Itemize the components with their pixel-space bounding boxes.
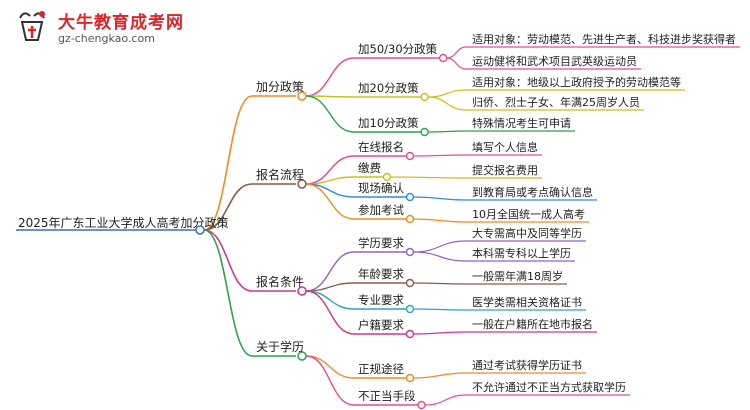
subtopic-label[interactable]: 户籍要求: [358, 318, 404, 332]
subtopic-label[interactable]: 现场确认: [358, 181, 404, 195]
leaf-connector: [413, 196, 467, 201]
leaf-label[interactable]: 医学类需相关资格证书: [472, 295, 582, 309]
leaf-connector: [413, 251, 467, 262]
subtopic-label[interactable]: 加20分政策: [358, 81, 419, 95]
leaf-connector: [446, 57, 467, 70]
logo-url: gz-chengkao.com: [58, 32, 155, 45]
connector-lines: [16, 46, 740, 406]
leaf-label[interactable]: 适用对象：劳动模范、先进生产者、科技进步奖获得者: [472, 32, 736, 46]
subtopic-node-dot: [438, 53, 448, 63]
leaf-label[interactable]: 本科需专科以上学历: [472, 246, 571, 260]
root-topic[interactable]: 2025年广东工业大学成人高考加分政策: [18, 215, 229, 230]
branch-connector: [203, 183, 253, 231]
subtopic-label[interactable]: 专业要求: [358, 293, 404, 307]
subtopic-connector: [305, 57, 355, 97]
subtopic-node-dot: [405, 247, 415, 257]
subtopic-node-dot: [405, 151, 415, 161]
leaf-label[interactable]: 特殊情况考生可申请: [472, 116, 571, 130]
logo-title: 大牛教育成考网: [58, 13, 184, 33]
subtopic-label[interactable]: 正规途径: [358, 362, 404, 376]
leaf-label[interactable]: 填写个人信息: [472, 140, 538, 154]
leaf-label[interactable]: 一般在户籍所在地市报名: [472, 317, 593, 331]
leaf-label[interactable]: 运动健将和武术项目武英级运动员: [472, 54, 637, 68]
leaf-connector: [413, 218, 467, 223]
leaf-connector: [413, 154, 467, 157]
branch-node-dot: [297, 351, 307, 361]
branch-label[interactable]: 关于学历: [256, 339, 304, 354]
branch-node-dot: [297, 179, 307, 189]
subtopic-node-dot: [405, 192, 415, 202]
leaf-connector: [413, 372, 467, 379]
leaf-connector: [428, 130, 467, 133]
leaf-connector: [413, 240, 467, 253]
subtopic-label[interactable]: 加10分政策: [358, 116, 419, 130]
leaf-label[interactable]: 归侨、烈士子女、年满25周岁人员: [472, 95, 640, 109]
leaf-connector: [428, 89, 467, 98]
subtopic-connector: [305, 251, 355, 292]
leaf-connector: [428, 96, 467, 111]
subtopic-node-dot: [417, 400, 426, 410]
leaf-connector: [413, 331, 467, 335]
subtopic-node-dot: [420, 92, 429, 102]
subtopic-label[interactable]: 学历要求: [358, 236, 404, 250]
leaf-connector: [446, 46, 467, 59]
leaf-label[interactable]: 10月全国统一成人高考: [472, 207, 585, 221]
branch-node-dot: [297, 91, 307, 101]
leaf-label[interactable]: 不允许通过不正当方式获取学历: [472, 380, 626, 394]
subtopic-label[interactable]: 缴费: [358, 161, 381, 175]
subtopic-node-dot: [405, 304, 415, 314]
subtopic-node-dot: [405, 373, 415, 383]
branch-label[interactable]: 报名条件: [256, 274, 304, 289]
root-node-dot: [195, 225, 205, 235]
subtopic-connector: [305, 183, 355, 220]
subtopic-node-dot: [420, 127, 429, 137]
subtopic-node-dot: [405, 329, 415, 339]
subtopic-connector: [305, 355, 355, 406]
branch-label[interactable]: 加分政策: [256, 80, 304, 94]
leaf-connector: [413, 282, 467, 285]
subtopic-node-dot: [405, 278, 415, 288]
site-logo: 大牛教育成考网 gz-chengkao.com: [10, 6, 210, 52]
leaf-label[interactable]: 大专需高中及同等学历: [472, 226, 582, 240]
branch-label[interactable]: 报名流程: [256, 167, 304, 182]
branch-node-dot: [297, 286, 307, 296]
subtopic-label[interactable]: 加50/30分政策: [358, 42, 438, 56]
leaf-label[interactable]: 通过考试获得学历证书: [472, 358, 582, 372]
leaf-connector: [390, 176, 467, 179]
subtopic-label[interactable]: 在线报名: [358, 140, 404, 154]
subtopic-label[interactable]: 参加考试: [358, 203, 404, 217]
bull-logo-icon: [19, 11, 45, 41]
leaf-label[interactable]: 一般需年满18周岁: [472, 269, 563, 283]
leaf-label[interactable]: 到教育局或考点确认信息: [472, 185, 593, 199]
subtopic-node-dot: [405, 214, 415, 224]
leaf-label[interactable]: 适用对象：地级以上政府授予的劳动模范等: [472, 75, 681, 89]
subtopic-label[interactable]: 不正当手段: [358, 389, 416, 403]
branch-connector: [203, 95, 253, 231]
leaf-label[interactable]: 提交报名费用: [472, 163, 538, 177]
leaf-connector: [413, 308, 467, 311]
subtopic-connector: [305, 355, 355, 379]
subtopic-connector: [305, 95, 355, 133]
leaf-connector: [424, 394, 467, 406]
branch-connector: [203, 229, 253, 292]
subtopic-connector: [305, 290, 355, 335]
subtopic-node-dot: [382, 172, 392, 182]
subtopic-connector: [305, 290, 355, 310]
mind-map-nodes: 2025年广东工业大学成人高考加分政策 加分政策 加50/30分政策 适用对象：劳动…: [18, 32, 736, 410]
branch-connector: [203, 229, 253, 357]
subtopic-label[interactable]: 年龄要求: [358, 267, 404, 281]
